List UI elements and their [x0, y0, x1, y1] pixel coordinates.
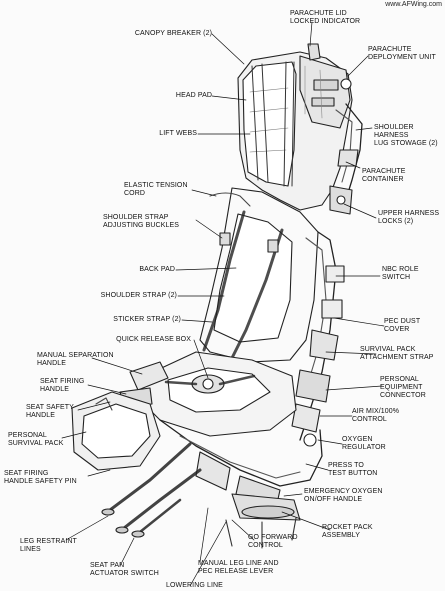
leg-restraint-lines — [101, 442, 202, 538]
label-air-mix-control: AIR MIX/100% CONTROL — [352, 408, 400, 423]
label-shoulder-strap: SHOULDER STRAP (2) — [100, 292, 177, 299]
label-shoulder-strap-adjusting-buckles: SHOULDER STRAP ADJUSTING BUCKLES — [103, 214, 179, 229]
seat-pan — [71, 351, 323, 509]
label-upper-harness-locks: UPPER HARNESS LOCKS (2) — [378, 210, 440, 225]
seat-frame — [237, 43, 363, 215]
label-parachute-deployment-unit: PARACHUTE DEPLOYMENT UNIT — [368, 46, 436, 61]
label-seat-firing-handle: SEAT FIRING HANDLE — [40, 378, 85, 393]
label-sticker-strap: STICKER STRAP (2) — [113, 316, 181, 323]
label-canopy-breaker: CANOPY BREAKER (2) — [134, 30, 212, 37]
label-leg-restraint-lines: LEG RESTRAINT LINES — [20, 538, 77, 553]
seat-back — [199, 187, 345, 447]
label-seat-pan-actuator-switch: SEAT PAN ACTUATOR SWITCH — [90, 562, 159, 577]
label-manual-leg-line-release: MANUAL LEG LINE AND PEC RELEASE LEVER — [198, 560, 279, 575]
label-back-pad: BACK PAD — [139, 266, 175, 273]
label-go-forward-control: GO FORWARD CONTROL — [248, 534, 298, 549]
label-manual-separation-handle: MANUAL SEPARATION HANDLE — [37, 352, 114, 367]
label-press-to-test-button: PRESS TO TEST BUTTON — [328, 462, 378, 477]
label-rocket-pack-assembly: ROCKET PACK ASSEMBLY — [322, 524, 373, 539]
label-parachute-lid-locked-indicator: PARACHUTE LID LOCKED INDICATOR — [290, 10, 361, 25]
label-lift-webs: LIFT WEBS — [159, 130, 197, 137]
label-parachute-container: PARACHUTE CONTAINER — [362, 168, 406, 183]
label-seat-firing-handle-safety-pin: SEAT FIRING HANDLE SAFETY PIN — [4, 470, 77, 485]
label-personal-survival-pack: PERSONAL SURVIVAL PACK — [8, 432, 64, 447]
label-emergency-oxygen-handle: EMERGENCY OXYGEN ON/OFF HANDLE — [304, 488, 383, 503]
label-elastic-tension-cord: ELASTIC TENSION CORD — [124, 182, 188, 197]
label-personal-equipment-connector: PERSONAL EQUIPMENT CONNECTOR — [380, 376, 426, 399]
label-lowering-line: LOWERING LINE — [166, 582, 223, 589]
label-shoulder-harness-lug-stowage: SHOULDER HARNESS LUG STOWAGE (2) — [374, 124, 438, 147]
label-nbc-role-switch: NBC ROLE SWITCH — [382, 266, 419, 281]
label-oxygen-regulator: OXYGEN REGULATOR — [342, 436, 386, 451]
watermark: www.AFWing.com — [385, 1, 442, 8]
label-pec-dust-cover: PEC DUST COVER — [384, 318, 421, 333]
label-head-pad: HEAD PAD — [175, 92, 212, 99]
label-survival-pack-attachment-strap: SURVIVAL PACK ATTACHMENT STRAP — [360, 346, 434, 361]
label-seat-safety-handle: SEAT SAFETY HANDLE — [26, 404, 74, 419]
leader-lines — [61, 21, 385, 587]
rocket-pack — [225, 493, 301, 549]
label-quick-release-box: QUICK RELEASE BOX — [116, 336, 191, 343]
